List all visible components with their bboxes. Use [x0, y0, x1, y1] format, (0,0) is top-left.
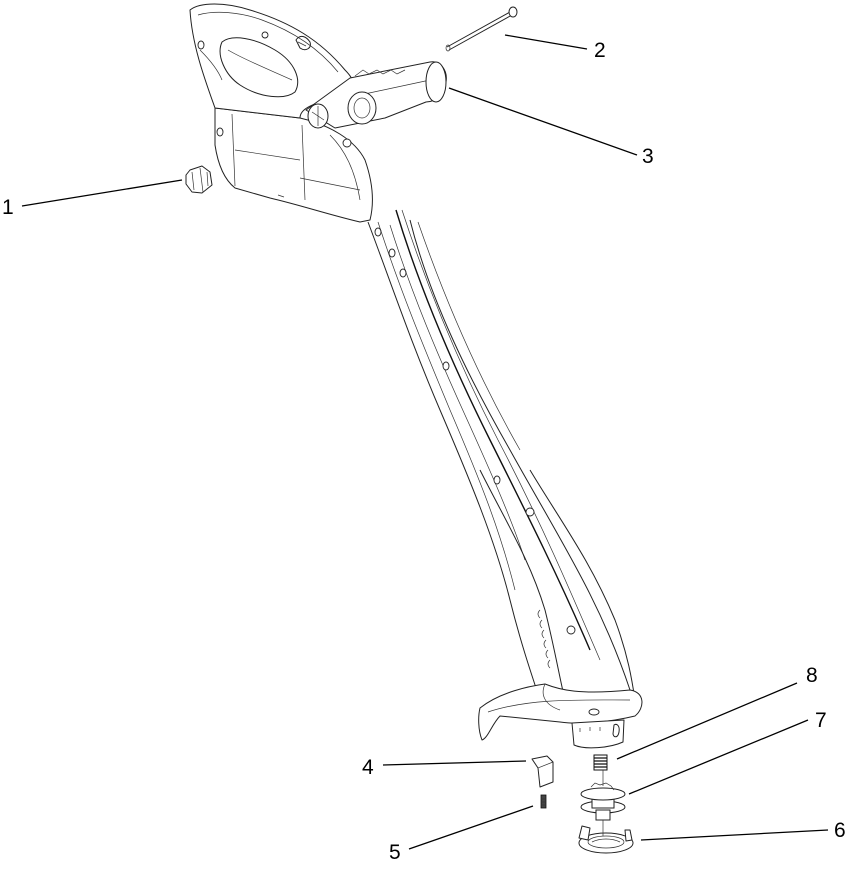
callout-1: 1 — [2, 196, 14, 219]
callout-7: 7 — [815, 709, 827, 732]
callout-8: 8 — [806, 664, 818, 687]
motor-housing — [214, 107, 373, 223]
part-spring — [593, 754, 608, 771]
leader-6 — [640, 829, 829, 841]
leader-5 — [408, 805, 534, 850]
callout-6: 6 — [834, 819, 846, 842]
leader-8 — [616, 682, 798, 760]
callout-4: 4 — [362, 756, 374, 779]
part-screw — [540, 794, 547, 809]
trimmer-shaft — [367, 209, 636, 701]
auxiliary-handle — [305, 61, 447, 129]
part-spool — [580, 770, 626, 821]
leader-7 — [628, 719, 809, 795]
rear-handle — [189, 3, 354, 119]
leader-lines — [21, 34, 829, 850]
part-blade — [531, 755, 554, 788]
part-bolt — [445, 6, 518, 52]
leader-2 — [504, 34, 588, 50]
leader-3 — [448, 87, 638, 156]
callout-2: 2 — [594, 39, 606, 62]
part-spool-cover — [578, 820, 634, 854]
callout-5: 5 — [389, 841, 401, 864]
callout-3: 3 — [642, 145, 654, 168]
part-knob — [185, 165, 213, 194]
leader-4 — [382, 760, 527, 766]
trimmer-guard — [478, 683, 643, 749]
leader-1 — [21, 179, 183, 207]
